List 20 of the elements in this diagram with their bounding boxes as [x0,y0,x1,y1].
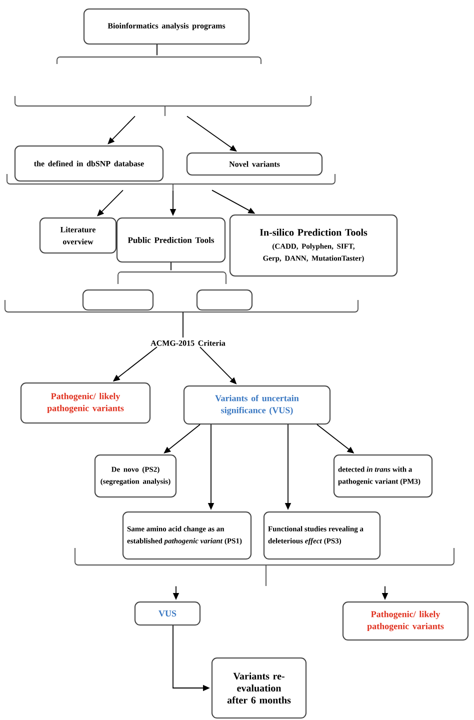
process-box: Literature overview [40,218,116,254]
arrow [108,116,136,144]
process-box: Novel variants [186,152,322,176]
process-box: Bioinformatics analysis programs [84,8,250,44]
bracket [118,272,226,284]
heading-text: ACMG-2015 Criteria [150,340,226,346]
process-box: the defined in dbSNP database [14,146,164,182]
process-box: Pathogenic/ likely pathogenic variants [342,602,468,640]
process-box: VUS [134,602,200,626]
bracket [6,174,336,190]
process-box: Pathogenic/ likely pathogenic variants [20,382,150,424]
bracket [56,56,262,64]
process-box: Public Prediction Tools [116,218,226,262]
bracket [4,300,358,312]
process-box: Variants re-evaluation after 6 months [212,658,306,718]
empty-box [82,290,154,310]
process-box: Variants of uncertain significance (VUS) [184,386,330,424]
bracket [14,96,312,116]
bracket [74,548,454,586]
empty-box [196,290,252,310]
